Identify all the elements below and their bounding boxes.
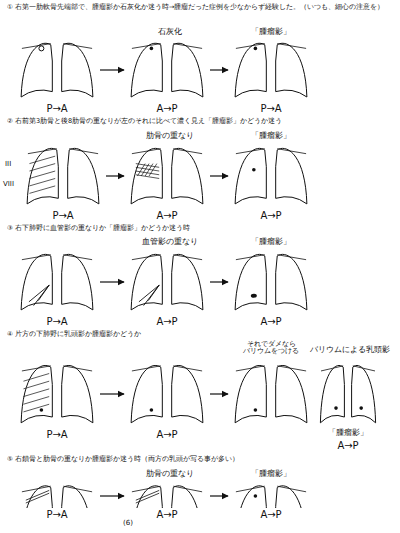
rib-number: III xyxy=(4,160,12,168)
chest-outline xyxy=(21,486,93,508)
chest-outline xyxy=(235,148,307,204)
chest-outline xyxy=(235,365,307,422)
view-label: P→A xyxy=(259,103,282,115)
view-label: A→P xyxy=(336,440,359,452)
xray-row xyxy=(21,43,307,97)
case-heading: ④ 片方の下肺野に乳頭影か腫瘤影かどうか xyxy=(6,331,396,338)
annotation: 石灰化 xyxy=(157,27,183,36)
annotation: 「腫瘤影」 xyxy=(250,131,292,140)
flow-arrow xyxy=(100,281,124,282)
chest-outline xyxy=(235,43,307,97)
view-label: A→P xyxy=(155,509,178,521)
annotation: 肋骨の重なり xyxy=(145,469,195,478)
view-label: A→P xyxy=(155,103,178,115)
xray-row xyxy=(21,486,307,508)
chest-outline xyxy=(320,365,375,422)
flow-arrow xyxy=(100,495,124,496)
annotation: 「腫瘤影」 xyxy=(250,469,292,478)
xray-row xyxy=(21,365,375,422)
view-label: A→P xyxy=(155,429,178,441)
case-heading: ① 右第一肋軟骨先端部で、腫瘤影か石灰化か迷う時→腫瘤だった症例を少なからず経験… xyxy=(6,4,396,11)
page-number: (6) xyxy=(122,519,134,527)
annotation: 肋骨の重なり xyxy=(145,131,195,140)
annotation: 「腫瘤影」 xyxy=(250,237,292,246)
flow-arrow xyxy=(210,393,228,394)
flow-arrow xyxy=(210,281,228,282)
chest-outline xyxy=(131,43,203,97)
annotation: 血管影の重なり xyxy=(141,237,199,246)
view-label: P→A xyxy=(45,509,68,521)
flow-arrow xyxy=(210,69,228,70)
flow-arrow xyxy=(210,495,228,496)
chest-outline xyxy=(131,486,203,508)
flow-arrow xyxy=(106,175,124,176)
view-label: P→A xyxy=(51,210,74,222)
case-heading: ⑤ 右鎖骨と肋骨の重なりか腫瘤影か迷う時（両方の乳頭が写る事が多い） xyxy=(6,456,396,463)
flow-arrow xyxy=(210,175,228,176)
view-label: A→P xyxy=(259,316,282,328)
view-label: A→P xyxy=(155,316,178,328)
chest-outline xyxy=(131,365,203,422)
view-label: P→A xyxy=(45,103,68,115)
chest-outline xyxy=(235,486,307,508)
view-label: A→P xyxy=(259,210,282,222)
view-label: A→P xyxy=(155,210,178,222)
view-label: A→P xyxy=(259,509,282,521)
chest-outline xyxy=(21,43,93,97)
annotation: 「腫瘤影」 xyxy=(250,27,292,36)
chest-outline xyxy=(235,254,307,310)
view-label: P→A xyxy=(45,316,68,328)
rib-number: VIII xyxy=(2,180,15,188)
annotation: バリウムによる乳頭影 xyxy=(309,345,391,354)
flow-arrow xyxy=(100,393,124,394)
chest-outline xyxy=(131,254,203,310)
annotation: 「腫瘤影」 xyxy=(327,428,369,437)
annotation: それでダメなら バリウムをつける xyxy=(241,341,301,356)
xray-row xyxy=(21,254,307,310)
case-heading: ② 右前第3肋骨と後8肋骨の重なりが左のそれに比べて濃く見え「腫瘤影」かどうか迷… xyxy=(6,118,396,125)
flow-arrow xyxy=(100,69,124,70)
view-label: P→A xyxy=(45,429,68,441)
xray-row xyxy=(27,148,307,204)
chest-outline xyxy=(131,148,203,204)
chest-outline xyxy=(21,365,93,422)
chest-outline xyxy=(21,254,93,310)
case-heading: ③ 右下肺野に血管影の重なりか「腫瘤影」かどうか迷う時 xyxy=(6,225,396,232)
chest-outline xyxy=(27,148,99,204)
